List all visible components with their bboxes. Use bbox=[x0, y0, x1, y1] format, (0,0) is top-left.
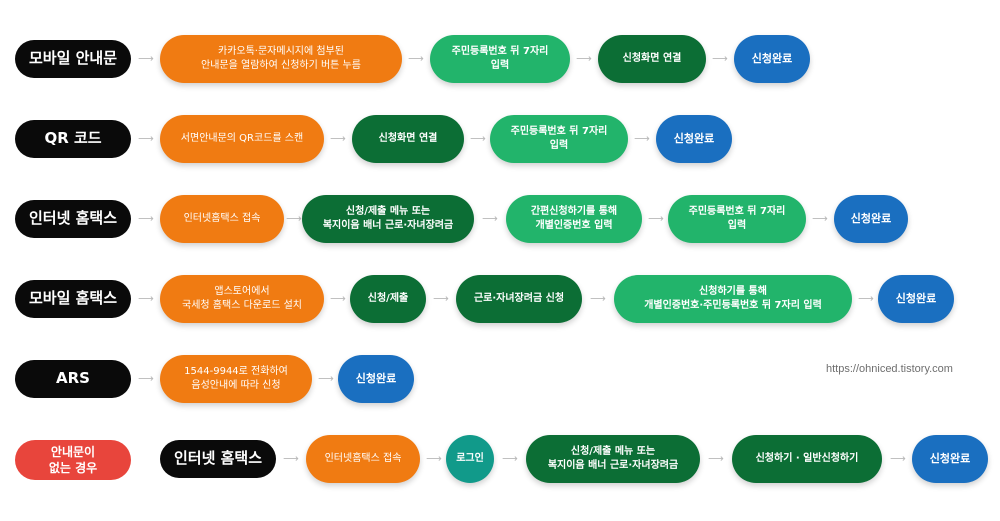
channel-ars: ARS bbox=[15, 360, 131, 398]
step-complete: 신청완료 bbox=[834, 195, 908, 243]
flow-arrow: ⟶ bbox=[138, 52, 154, 65]
flow-arrow: ⟶ bbox=[858, 292, 874, 305]
flow-arrow: ⟶ bbox=[502, 452, 518, 465]
badge-no-notice: 안내문이 없는 경우 bbox=[15, 440, 131, 480]
step-submit-menu: 신청/제출 메뉴 또는 복지이음 배너 근로·자녀장려금 bbox=[526, 435, 700, 483]
step-open-notice: 카카오톡·문자메시지에 첨부된 안내문을 열람하여 신청하기 버튼 누름 bbox=[160, 35, 402, 83]
flow-arrow: ⟶ bbox=[283, 452, 299, 465]
flow-arrow: ⟶ bbox=[708, 452, 724, 465]
watermark-url: https://ohniced.tistory.com bbox=[826, 363, 953, 375]
step-connect-screen: 신청화면 연결 bbox=[352, 115, 464, 163]
flow-arrow: ⟶ bbox=[433, 292, 449, 305]
flow-arrow: ⟶ bbox=[890, 452, 906, 465]
step-apply-incentive: 근로·자녀장려금 신청 bbox=[456, 275, 582, 323]
step-complete: 신청완료 bbox=[656, 115, 732, 163]
step-install-app: 앱스토어에서 국세청 홈택스 다운로드 설치 bbox=[160, 275, 324, 323]
step-simple-apply: 간편신청하기를 통해 개별인증번호 입력 bbox=[506, 195, 642, 243]
step-complete: 신청완료 bbox=[338, 355, 414, 403]
flow-arrow: ⟶ bbox=[138, 372, 154, 385]
step-auth-and-id: 신청하기를 통해 개별인증번호·주민등록번호 뒤 7자리 입력 bbox=[614, 275, 852, 323]
step-access-hometax: 인터넷홈택스 접속 bbox=[306, 435, 420, 483]
step-complete: 신청완료 bbox=[878, 275, 954, 323]
flow-arrow: ⟶ bbox=[286, 212, 302, 225]
step-access-hometax: 인터넷홈택스 접속 bbox=[160, 195, 284, 243]
flow-arrow: ⟶ bbox=[408, 52, 424, 65]
flow-arrow: ⟶ bbox=[482, 212, 498, 225]
channel-internet-hometax: 인터넷 홈택스 bbox=[160, 440, 276, 478]
channel-mobile-notice: 모바일 안내문 bbox=[15, 40, 131, 78]
step-complete: 신청완료 bbox=[912, 435, 988, 483]
step-connect-screen: 신청화면 연결 bbox=[598, 35, 706, 83]
step-login: 로그인 bbox=[446, 435, 494, 483]
flow-arrow: ⟶ bbox=[426, 452, 442, 465]
flow-arrow: ⟶ bbox=[812, 212, 828, 225]
flow-arrow: ⟶ bbox=[712, 52, 728, 65]
flow-arrow: ⟶ bbox=[138, 132, 154, 145]
step-scan-qr: 서면안내문의 QR코드를 스캔 bbox=[160, 115, 324, 163]
flow-arrow: ⟶ bbox=[576, 52, 592, 65]
step-submit-menu: 신청/제출 메뉴 또는 복지이음 배너 근로·자녀장려금 bbox=[302, 195, 474, 243]
flow-arrow: ⟶ bbox=[590, 292, 606, 305]
channel-mobile-hometax: 모바일 홈택스 bbox=[15, 280, 131, 318]
step-submit: 신청/제출 bbox=[350, 275, 426, 323]
step-general-apply: 신청하기 · 일반신청하기 bbox=[732, 435, 882, 483]
step-complete: 신청완료 bbox=[734, 35, 810, 83]
flow-arrow: ⟶ bbox=[330, 132, 346, 145]
channel-qr-code: QR 코드 bbox=[15, 120, 131, 158]
step-enter-id: 주민등록번호 뒤 7자리 입력 bbox=[430, 35, 570, 83]
flow-arrow: ⟶ bbox=[138, 292, 154, 305]
flow-arrow: ⟶ bbox=[330, 292, 346, 305]
flow-arrow: ⟶ bbox=[470, 132, 486, 145]
step-call-ars: 1544-9944로 전화하여 음성안내에 따라 신청 bbox=[160, 355, 312, 403]
channel-internet-hometax: 인터넷 홈택스 bbox=[15, 200, 131, 238]
flow-arrow: ⟶ bbox=[138, 212, 154, 225]
flow-arrow: ⟶ bbox=[648, 212, 664, 225]
step-enter-id: 주민등록번호 뒤 7자리 입력 bbox=[490, 115, 628, 163]
flow-arrow: ⟶ bbox=[318, 372, 334, 385]
step-enter-id: 주민등록번호 뒤 7자리 입력 bbox=[668, 195, 806, 243]
flow-arrow: ⟶ bbox=[634, 132, 650, 145]
